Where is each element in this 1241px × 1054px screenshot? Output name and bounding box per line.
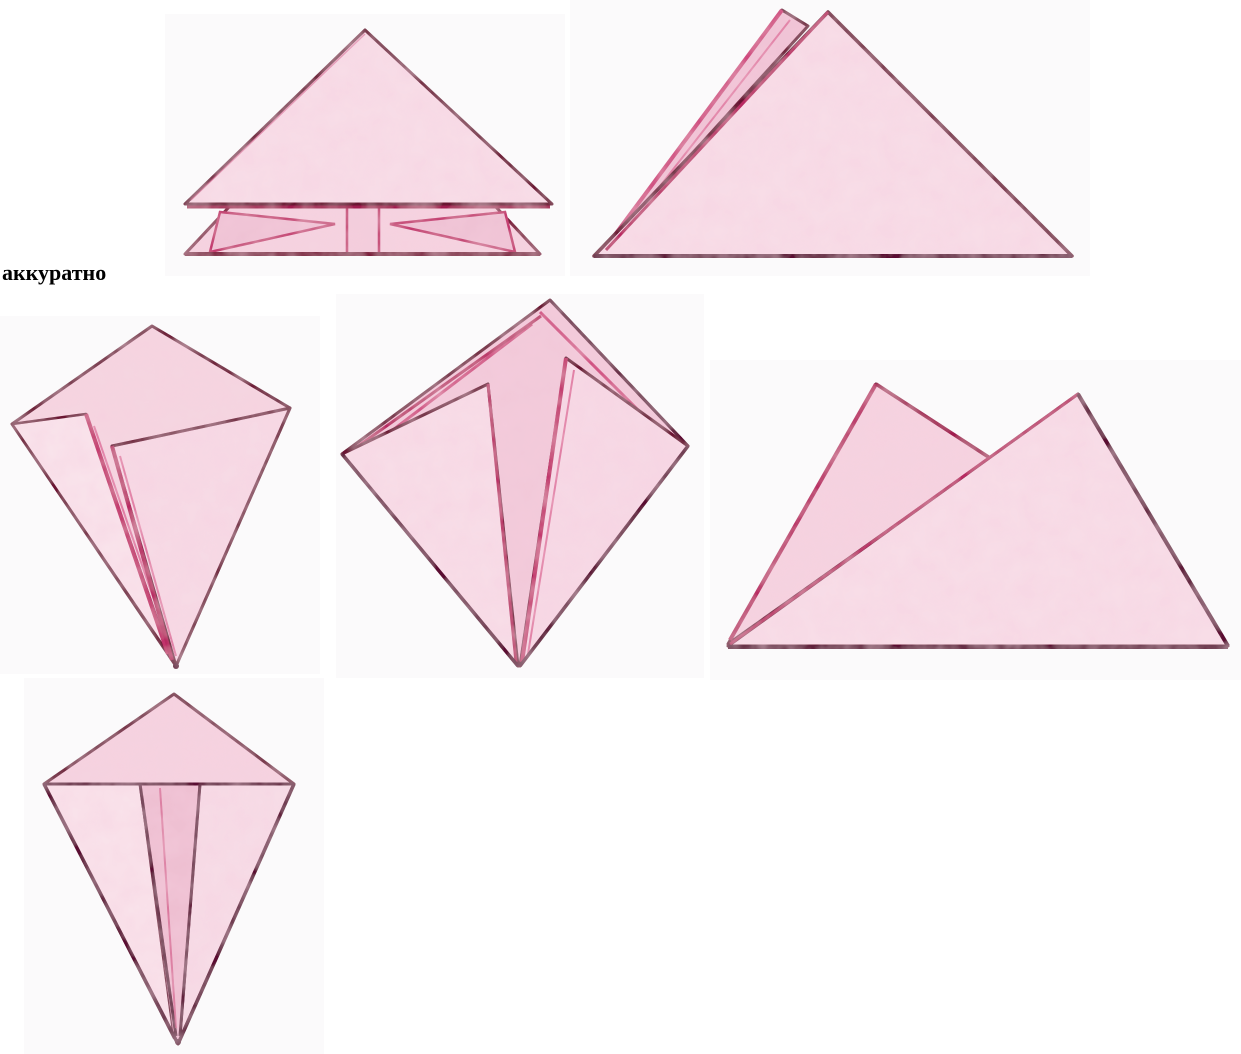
two-peak-triangle-icon — [710, 360, 1241, 680]
triangle-with-flaps-under-icon — [165, 14, 565, 276]
fold-step-5 — [710, 360, 1241, 680]
kite-with-two-flaps-icon — [336, 294, 704, 678]
center-stem — [347, 206, 379, 254]
fold-step-3 — [0, 316, 320, 674]
instruction-caption: аккуратно — [2, 259, 106, 287]
top-triangle — [185, 30, 552, 204]
kite-with-flaps-folded-center-icon — [24, 678, 324, 1054]
fold-step-4 — [336, 294, 704, 678]
front-layer — [594, 12, 1072, 256]
fold-step-6 — [24, 678, 324, 1054]
double-layer-triangle-icon — [570, 0, 1090, 276]
kite-with-left-flap-open-icon — [0, 316, 320, 674]
fold-step-2 — [570, 0, 1090, 276]
fold-step-1 — [165, 14, 565, 276]
